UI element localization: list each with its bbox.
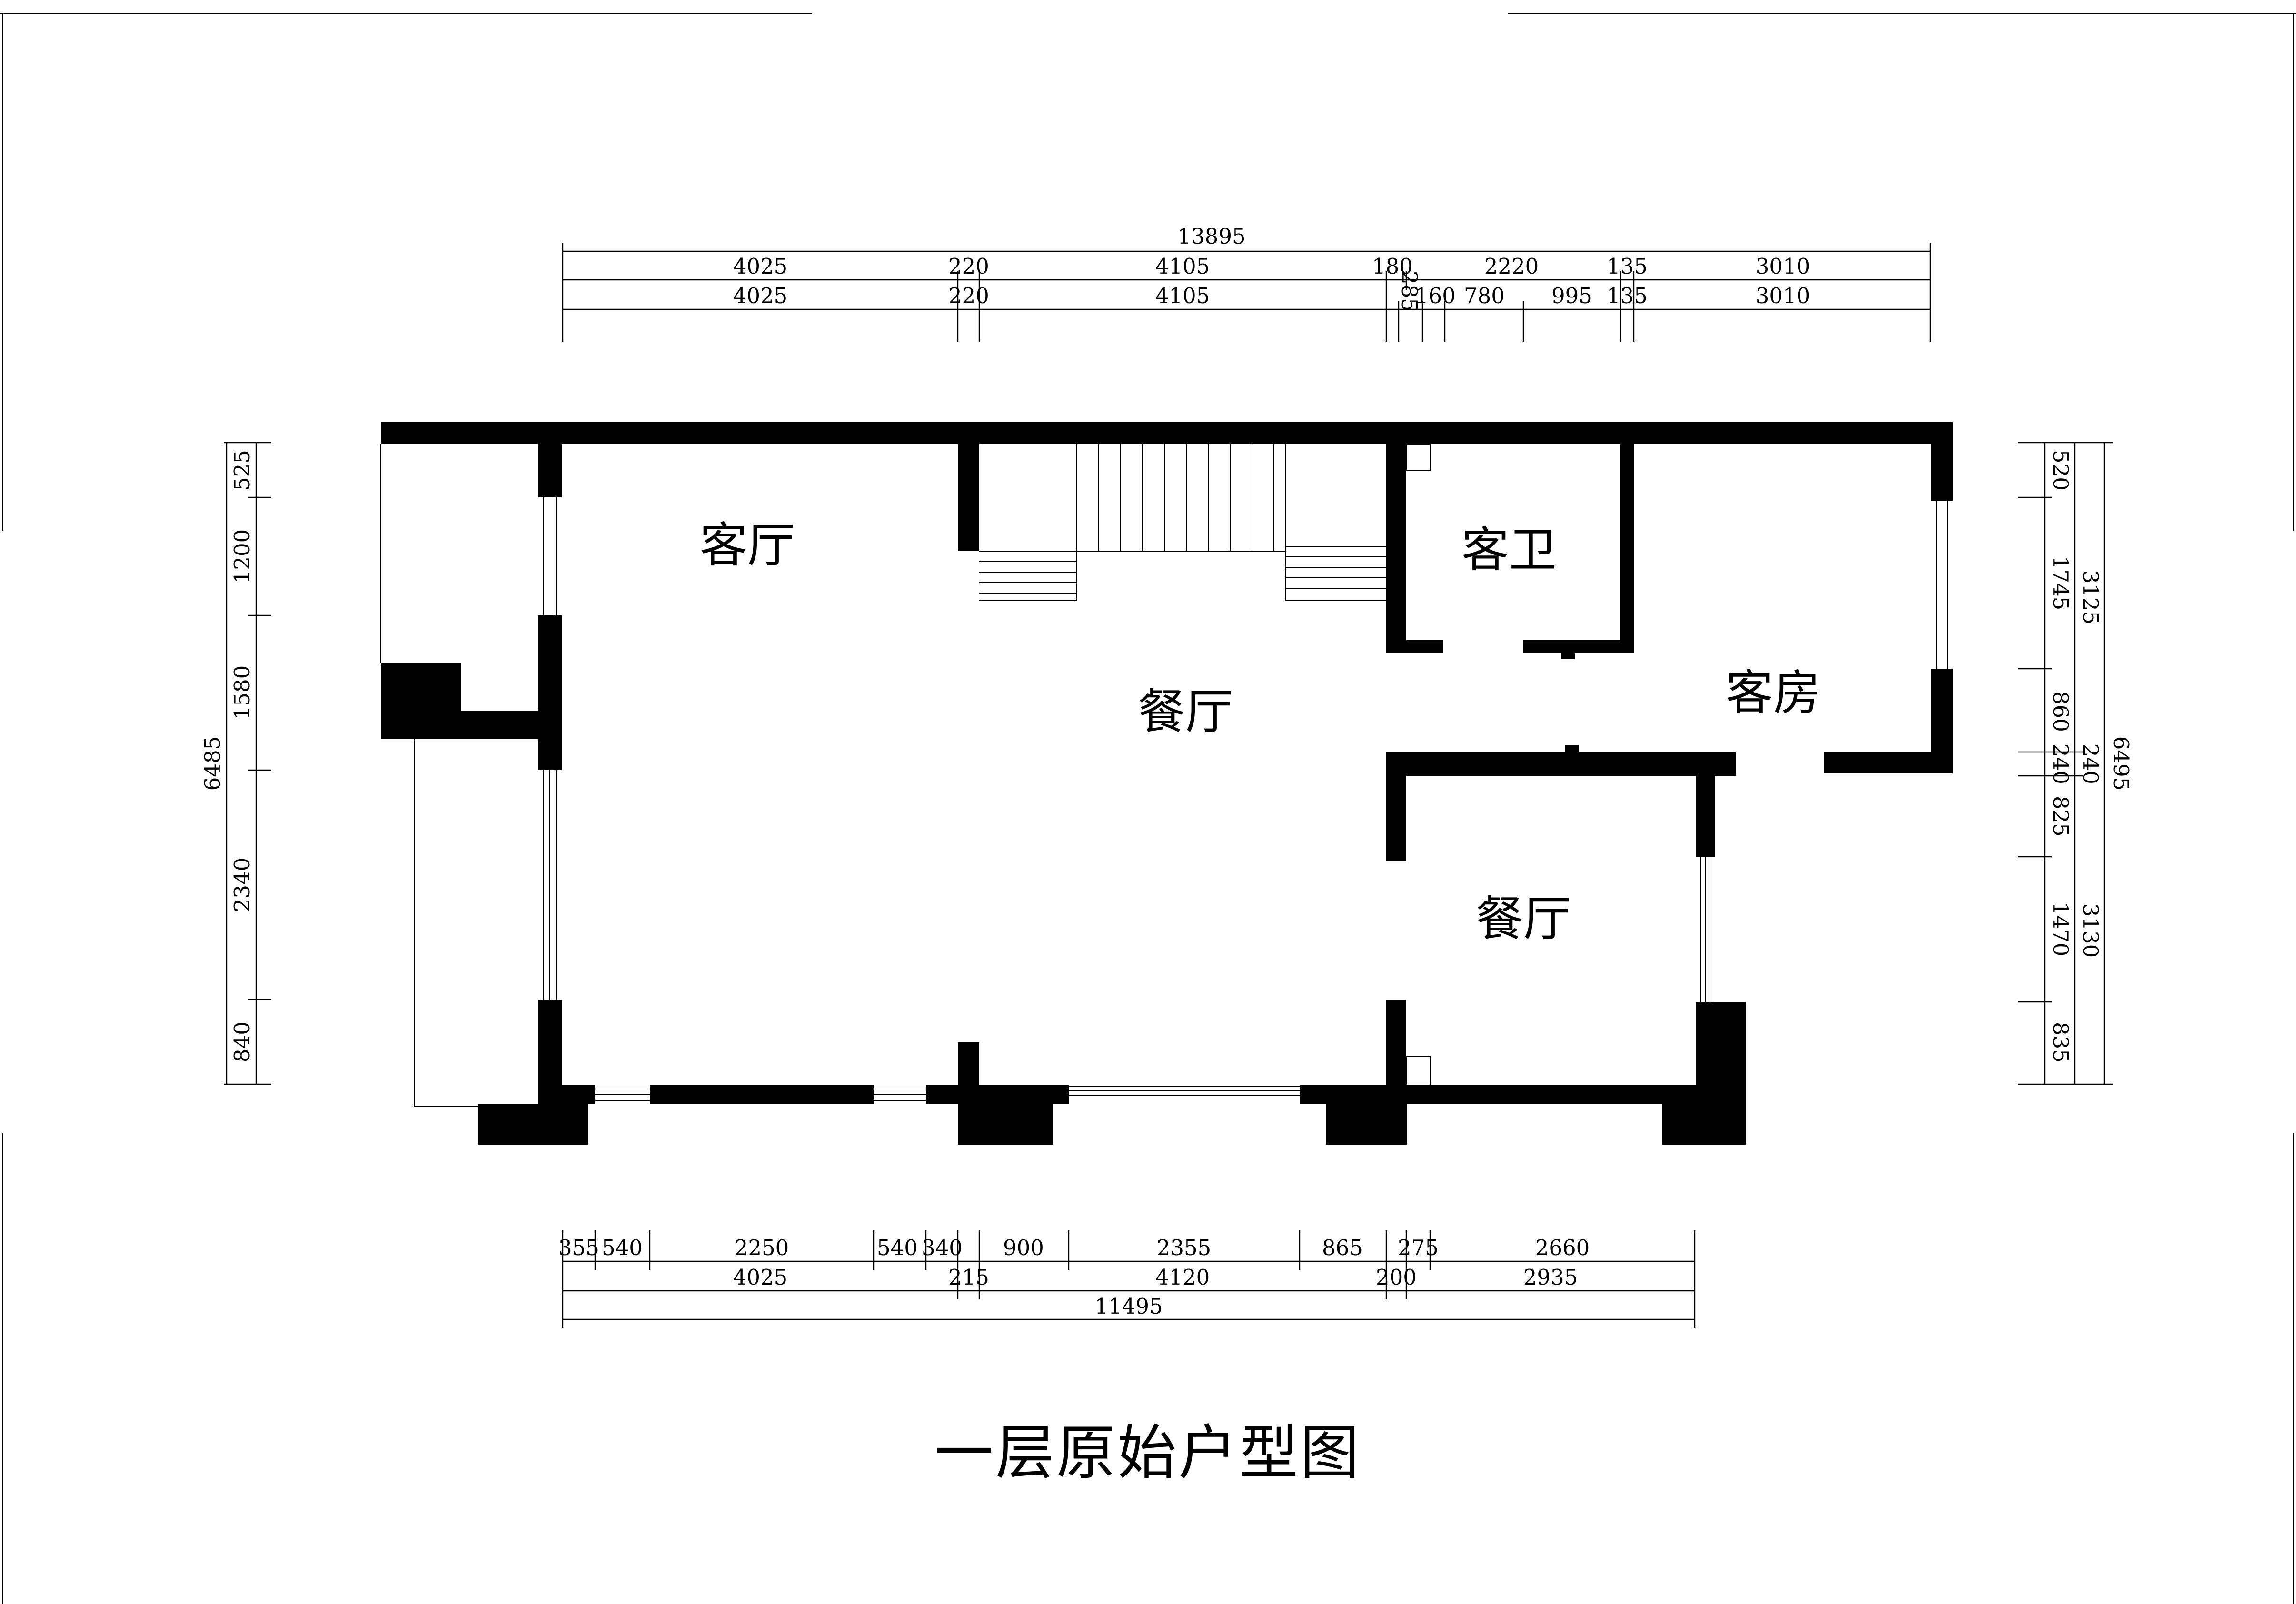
dim-bot-r2-3: 4120 [1155, 1265, 1210, 1290]
dim-top-r1-5: 2220 [1484, 254, 1539, 279]
dim-bot-r1-8: 865 [1322, 1235, 1363, 1260]
room-label-guest-bath: 客卫 [1461, 522, 1557, 578]
room-label-living: 客厅 [700, 517, 795, 573]
dim-right-mid-2: 240 [2078, 743, 2103, 784]
sheet-frame [0, 13, 2296, 1604]
room-label-dining-main: 餐厅 [1138, 684, 1233, 740]
dim-bot-r1-5: 340 [922, 1235, 963, 1260]
room-label-guest-room: 客房 [1726, 665, 1821, 721]
room-labels: 客厅 餐厅 客卫 客房 餐厅 [700, 517, 1821, 947]
left-dimensions: 6485 525 1200 1580 2340 840 [200, 442, 271, 1085]
dim-top-r2-2: 220 [948, 283, 989, 308]
dim-bot-overall: 11495 [1094, 1294, 1163, 1319]
dim-top-overall: 13895 [1177, 224, 1245, 249]
dim-bot-r1-7: 2355 [1157, 1235, 1212, 1260]
dim-top-r2-6: 780 [1464, 283, 1505, 308]
dim-left-overall: 6485 [200, 736, 225, 791]
dim-bot-r1-1: 355 [558, 1235, 599, 1260]
dim-left-5: 840 [229, 1021, 255, 1062]
walls [381, 422, 1953, 1145]
dim-left-4: 2340 [229, 858, 255, 912]
dim-bot-r1-4: 540 [877, 1235, 918, 1260]
dim-left-3: 1580 [229, 665, 255, 720]
dim-right-7: 835 [2048, 1022, 2073, 1063]
dim-top-r1-4: 180 [1372, 254, 1413, 279]
dim-top-r2-4: 285 [1397, 271, 1422, 312]
dim-top-r1-2: 220 [948, 254, 989, 279]
dim-top-r1-1: 4025 [733, 254, 788, 279]
dim-bot-r2-5: 2935 [1523, 1265, 1578, 1290]
dim-bot-r1-9: 275 [1398, 1235, 1439, 1260]
dim-top-r2-8: 135 [1607, 283, 1648, 308]
dim-bot-r1-6: 900 [1003, 1235, 1044, 1260]
dim-right-6: 1470 [2048, 902, 2073, 957]
dim-top-r1-6: 135 [1607, 254, 1648, 279]
dim-bot-r2-1: 4025 [733, 1265, 788, 1290]
dim-top-r2-5: 160 [1415, 283, 1456, 308]
right-dimensions: 520 1745 860 240 825 1470 835 3125 240 3… [2018, 442, 2134, 1085]
dim-right-1: 520 [2048, 450, 2073, 491]
dim-right-2: 1745 [2048, 556, 2073, 611]
dim-right-overall: 6495 [2108, 736, 2134, 791]
dim-left-1: 525 [229, 450, 255, 491]
dim-bot-r1-3: 2250 [735, 1235, 789, 1260]
dim-bot-r2-2: 215 [948, 1265, 989, 1290]
dim-top-r2-9: 3010 [1756, 283, 1810, 308]
dim-bot-r2-4: 200 [1376, 1265, 1417, 1290]
dim-right-mid-1: 3125 [2078, 570, 2103, 625]
room-label-dining-small: 餐厅 [1476, 891, 1571, 947]
windows-and-fixtures [380, 444, 1948, 1107]
dim-top-r1-3: 4105 [1155, 254, 1210, 279]
dim-right-3: 860 [2048, 691, 2073, 732]
drawing-title: 一层原始户型图 [934, 1419, 1361, 1487]
dim-right-mid-3: 3130 [2078, 903, 2103, 958]
dim-bot-r1-2: 540 [602, 1235, 643, 1260]
dim-top-r2-7: 995 [1551, 283, 1592, 308]
top-dimensions: 13895 4025 220 4105 180 2220 135 3010 40… [562, 224, 1931, 342]
dim-top-r2-1: 4025 [733, 283, 788, 308]
dim-top-r2-3: 4105 [1155, 283, 1210, 308]
dim-bot-r1-10: 2660 [1535, 1235, 1590, 1260]
dim-right-5: 825 [2048, 796, 2073, 837]
dim-top-r1-7: 3010 [1756, 254, 1810, 279]
dim-left-2: 1200 [229, 529, 255, 584]
bottom-dimensions: 355 540 2250 540 340 900 2355 865 275 26… [558, 1230, 1696, 1328]
dim-right-4: 240 [2048, 743, 2073, 784]
